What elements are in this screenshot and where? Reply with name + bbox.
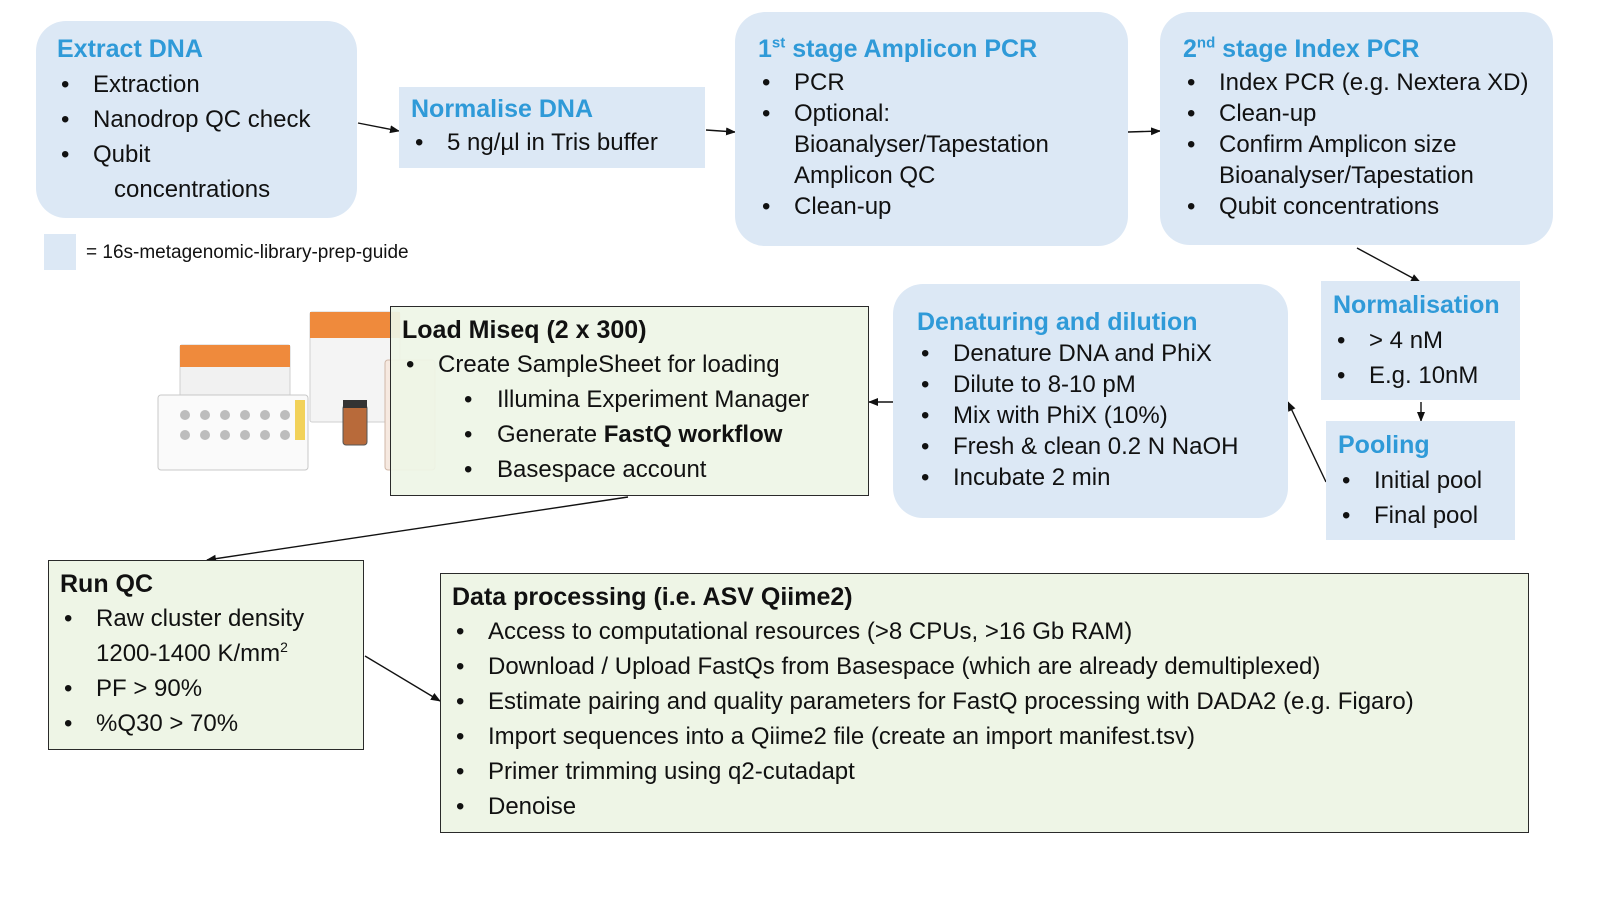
list-item: Clean-up [758,191,1128,222]
list-item: Import sequences into a Qiime2 file (cre… [452,719,1528,754]
title-text: stage Index PCR [1215,35,1420,63]
legend-swatch [44,234,76,270]
sub-list-item: Illumina Experiment Manager [402,382,868,417]
normalise-dna-title: Normalise DNA [411,95,593,123]
list-item: Mix with PhiX (10%) [917,400,1288,431]
data-processing-box: Data processing (i.e. ASV Qiime2) Access… [440,573,1529,833]
list-item: Create SampleSheet for loading [402,347,868,382]
list-item: PF > 90% [60,671,363,706]
index-pcr-box: 2nd stage Index PCR Index PCR (e.g. Next… [1160,12,1553,245]
list-item: Qubit concentrations [1183,191,1553,222]
arrow-index-to-normalisation [1356,247,1421,283]
extract-dna-title: Extract DNA [57,35,203,63]
run-qc-box: Run QC Raw cluster density 1200-1400 K/m… [48,560,364,750]
list-item: Index PCR (e.g. Nextera XD) [1183,67,1553,98]
sub-list-item: Basespace account [402,452,868,487]
title-superscript: nd [1196,34,1216,52]
title-number: 1 [758,35,772,63]
list-item: Clean-up [1183,98,1553,129]
data-processing-title: Data processing (i.e. ASV Qiime2) [452,583,853,611]
list-item-continuation: concentrations [114,176,271,203]
legend-text: = 16s-metagenomic-library-prep-guide [86,242,409,263]
arrow-normalise-to-amplicon [705,127,736,136]
list-item: 5 ng/µl in Tris buffer [411,126,705,159]
list-item: Dilute to 8-10 pM [917,369,1288,400]
list-item: PCR [758,67,1128,98]
list-item: > 4 nM [1333,323,1520,358]
list-item: Estimate pairing and quality parameters … [452,684,1528,719]
list-item: %Q30 > 70% [60,706,363,741]
normalisation-box: Normalisation > 4 nM E.g. 10nM [1321,281,1520,400]
list-item: Incubate 2 min [917,462,1288,493]
pooling-box: Pooling Initial pool Final pool [1326,421,1515,540]
arrow-runqc-to-dataprocessing [364,655,441,702]
sub-item-prefix: Generate [497,421,604,448]
arrow-pooling-to-denaturing [1287,401,1327,483]
index-pcr-title: 2nd stage Index PCR [1183,33,1553,65]
list-item-continuation: Amplicon QC [794,162,936,189]
amplicon-pcr-title: 1st stage Amplicon PCR [758,33,1128,65]
list-item-continuation: Bioanalyser/Tapestation [794,131,1049,158]
list-item: Confirm Amplicon size [1183,129,1553,160]
list-item: Final pool [1338,498,1515,533]
list-item: E.g. 10nM [1333,358,1520,393]
density-unit-superscript: 2 [280,639,288,655]
sub-list-item: Generate FastQ workflow [402,417,868,452]
denaturing-box: Denaturing and dilution Denature DNA and… [893,284,1288,518]
arrow-amplicon-to-index [1127,127,1161,136]
list-item: Primer trimming using q2-cutadapt [452,754,1528,789]
title-text: stage Amplicon PCR [785,35,1038,63]
run-qc-title: Run QC [60,570,154,598]
amplicon-pcr-box: 1st stage Amplicon PCR PCR Optional: Bio… [735,12,1128,246]
list-item: Denature DNA and PhiX [917,338,1288,369]
list-item: Initial pool [1338,463,1515,498]
list-item: Qubit [57,138,357,171]
list-item: Optional: [758,98,1128,129]
load-miseq-box: Load Miseq (2 x 300) Create SampleSheet … [390,306,869,496]
list-item: Access to computational resources (>8 CP… [452,614,1528,649]
normalise-dna-box: Normalise DNA 5 ng/µl in Tris buffer [399,87,705,168]
arrow-extract-to-normalise [357,122,400,134]
title-superscript: st [771,34,786,52]
density-value: 1200-1400 K/mm [96,640,281,667]
load-miseq-title: Load Miseq (2 x 300) [402,316,647,344]
title-number: 2 [1183,35,1197,63]
fastq-workflow-label: FastQ workflow [603,421,783,448]
list-item-continuation: Bioanalyser/Tapestation [1219,162,1474,189]
arrow-miseq-to-runqc [206,496,629,563]
normalisation-title: Normalisation [1333,291,1500,319]
denaturing-title: Denaturing and dilution [917,308,1198,336]
pooling-title: Pooling [1338,431,1430,459]
list-item: Denoise [452,789,1528,824]
list-item: Fresh & clean 0.2 N NaOH [917,431,1288,462]
list-item: Nanodrop QC check [57,103,357,136]
list-item: Raw cluster density [60,601,363,636]
list-item: Download / Upload FastQs from Basespace … [452,649,1528,684]
list-item: Extraction [57,68,357,101]
extract-dna-box: Extract DNA Extraction Nanodrop QC check… [36,21,357,218]
list-item-continuation: 1200-1400 K/mm2 [60,636,363,671]
